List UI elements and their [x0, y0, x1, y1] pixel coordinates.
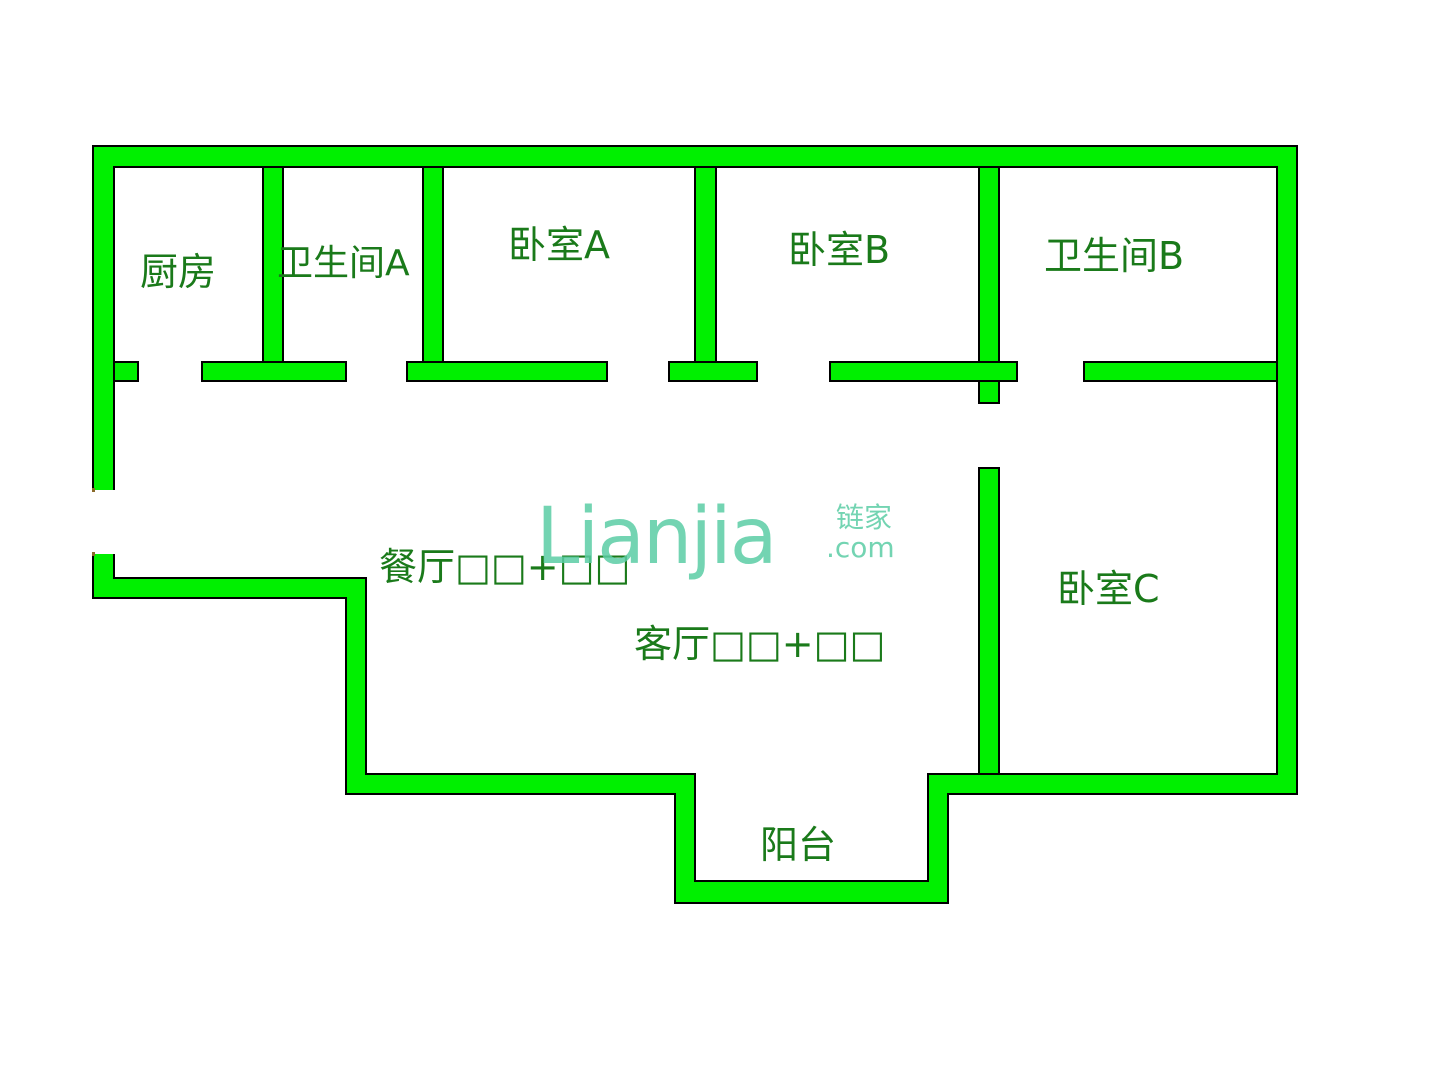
wall-bedroom-c-west — [978, 467, 1000, 775]
corridor-wall-2 — [201, 361, 347, 382]
corridor-wall-4 — [668, 361, 758, 382]
bedroom-b-label: 卧室B — [788, 228, 891, 272]
corridor-wall-3 — [406, 361, 608, 382]
balcony-door-gap — [710, 773, 804, 796]
corridor-wall-1 — [113, 361, 139, 382]
outer-wall — [92, 145, 1298, 904]
corridor-wall-6 — [1083, 361, 1278, 382]
corridor-wall-5 — [829, 361, 1018, 382]
dining-label: 餐厅□□+□□ — [379, 545, 631, 589]
wall-bath-a-bed-a — [422, 166, 444, 382]
watermark-logo-domain: .com — [826, 531, 895, 564]
balcony-label: 阳台 — [760, 823, 837, 867]
living-label: 客厅□□+□□ — [634, 622, 886, 666]
entrance-post-bottom — [92, 552, 95, 556]
lianjia-watermark: Lianjia 链家 .com — [536, 496, 906, 576]
watermark-logo-text: Lianjia — [536, 492, 777, 582]
bathroom-a-label: 卫生间A — [277, 243, 410, 284]
wall-bed-a-bed-b — [694, 166, 717, 382]
entrance-door-gap — [92, 490, 115, 554]
watermark-logo-cn: 链家 — [836, 501, 893, 534]
wall-bed-b-bath-b — [978, 166, 1000, 404]
kitchen-label: 厨房 — [140, 250, 217, 294]
bedroom-a-label: 卧室A — [508, 223, 610, 267]
bathroom-b-label: 卫生间B — [1044, 234, 1185, 278]
bedroom-c-label: 卧室C — [1057, 567, 1160, 611]
entrance-post-top — [92, 488, 95, 492]
